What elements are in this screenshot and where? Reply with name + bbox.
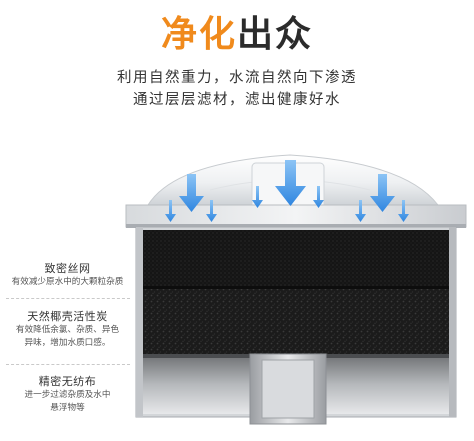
subtitle-line-1: 利用自然重力，水流自然向下渗透 <box>117 70 357 86</box>
divider <box>6 364 130 365</box>
subtitle-line-2: 通过层层滤材，滤出健康好水 <box>133 92 341 108</box>
arrow-down-icon <box>313 186 324 208</box>
headline-highlight: 净化 <box>160 14 237 55</box>
arrow-down-icon <box>252 186 263 208</box>
arrow-down-icon <box>206 200 217 222</box>
arrow-down-icon <box>370 174 395 212</box>
arrow-down-icon <box>179 174 204 212</box>
water-flow-arrows <box>165 160 409 222</box>
layer-title: 致密丝网 <box>44 262 91 275</box>
layer-description: 有效降低余氯、杂质、异色 <box>15 325 120 335</box>
layer-title: 精密无纺布 <box>38 375 97 388</box>
layer-label-non-woven: 精密无纺布 进一步过滤杂质及水中 悬浮物等 <box>0 374 135 415</box>
layer-description: 进一步过滤杂质及水中 <box>24 390 111 400</box>
layer-description: 异味，增加水质口感。 <box>24 338 111 348</box>
layer-label-carbon: 天然椰壳活性炭 有效降低余氯、杂质、异色 异味，增加水质口感。 <box>0 309 135 350</box>
layer-mesh <box>142 230 450 288</box>
filter-rim <box>125 204 467 228</box>
layer-title: 天然椰壳活性炭 <box>27 310 108 323</box>
layer-description: 悬浮物等 <box>50 403 85 413</box>
headline-rest: 出众 <box>237 14 314 55</box>
arrow-down-icon <box>398 200 409 222</box>
arrow-down-icon <box>355 200 366 222</box>
layer-description: 有效减少原水中的大颗粒杂质 <box>11 277 124 287</box>
headline: 净化出众 <box>0 10 474 60</box>
arrow-down-icon <box>275 160 306 206</box>
layer-activated-carbon <box>142 289 450 354</box>
arrow-down-icon <box>165 200 176 222</box>
divider <box>6 298 130 299</box>
layer-label-mesh: 致密丝网 有效减少原水中的大颗粒杂质 <box>0 261 135 289</box>
